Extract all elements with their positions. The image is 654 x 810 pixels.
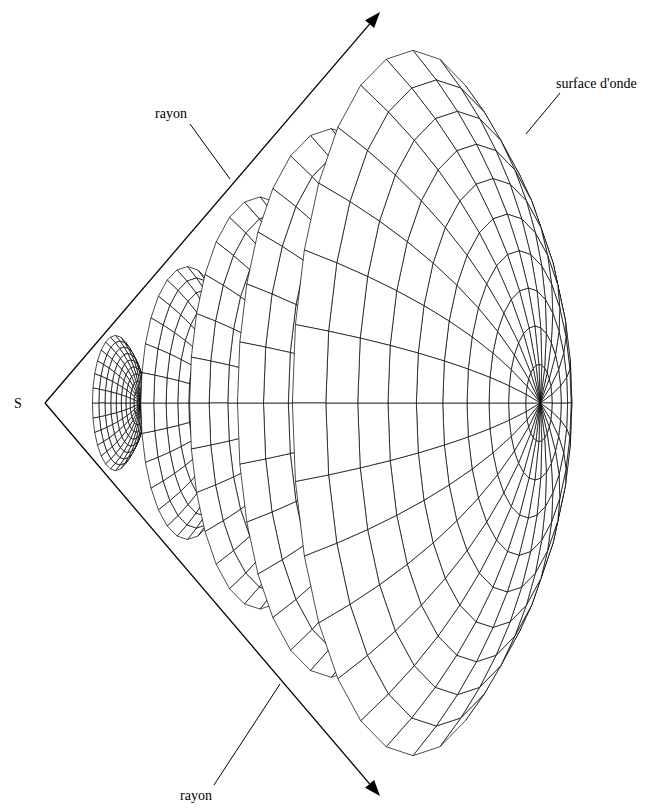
- mesh-cell: [526, 403, 541, 412]
- ray-line: [45, 403, 370, 784]
- mesh-cell: [292, 325, 328, 403]
- mesh-cell: [134, 403, 137, 406]
- mesh-cell: [388, 403, 418, 461]
- mesh-cell: [116, 403, 121, 413]
- mesh-cell: [105, 403, 111, 415]
- mesh-cell: [121, 403, 126, 411]
- mesh-cell: [142, 344, 158, 375]
- mesh-cell: [111, 403, 117, 414]
- mesh-cell: [209, 361, 229, 403]
- ray-label: rayon: [180, 788, 212, 803]
- ray-label: rayon: [155, 106, 187, 121]
- mesh-cell: [526, 403, 540, 420]
- rays: [45, 12, 380, 796]
- wave-surfaces: [92, 50, 572, 755]
- mesh-cell: [92, 403, 99, 418]
- leader-line: [526, 93, 560, 134]
- mesh-cell: [121, 395, 126, 403]
- mesh-cell: [358, 338, 390, 403]
- mesh-cell: [489, 403, 509, 429]
- mesh-cell: [237, 403, 265, 464]
- mesh-cell: [191, 314, 215, 361]
- mesh-cell: [509, 403, 526, 420]
- mesh-cell: [145, 318, 163, 349]
- mesh-cell: [126, 403, 130, 409]
- mesh-cell: [197, 485, 224, 532]
- mesh-cell: [190, 357, 211, 403]
- mesh-cell: [166, 378, 179, 403]
- mesh-cell: [137, 401, 140, 403]
- mesh-cell: [145, 457, 163, 488]
- mesh-cell: [416, 403, 444, 453]
- mesh-cell: [141, 403, 155, 433]
- mesh-cell: [304, 543, 350, 623]
- leader-line: [214, 684, 280, 785]
- mesh-cell: [443, 403, 469, 445]
- mesh-cell: [489, 377, 509, 403]
- mesh-cell: [358, 403, 390, 468]
- mesh-cell: [388, 345, 418, 403]
- mesh-cell: [166, 403, 179, 428]
- mesh-cell: [209, 403, 229, 445]
- mesh-cell: [92, 388, 99, 403]
- mesh-cell: [467, 369, 490, 403]
- mesh-cell: [247, 512, 282, 574]
- mesh-cell: [237, 342, 265, 403]
- mesh-cell: [263, 347, 290, 403]
- mesh-cell: [99, 389, 106, 403]
- arrow-head: [365, 12, 380, 28]
- mesh-cell: [526, 394, 541, 403]
- mesh-cell: [142, 431, 158, 462]
- mesh-cell: [467, 403, 490, 437]
- mesh-cell: [526, 386, 540, 403]
- mesh-cell: [191, 445, 215, 492]
- mesh-cell: [295, 250, 336, 331]
- surface-label: surface d'onde: [556, 76, 637, 91]
- mesh-cell: [141, 373, 155, 403]
- leader-line: [190, 124, 230, 179]
- source-label: S: [14, 396, 22, 411]
- mesh-cell: [93, 374, 101, 390]
- mesh-cell: [130, 403, 134, 408]
- mesh-cell: [247, 232, 282, 294]
- mesh-cell: [190, 403, 211, 449]
- leader-lines: [190, 93, 560, 785]
- mesh-cell: [292, 403, 328, 481]
- mesh-cell: [105, 391, 111, 403]
- mesh-cell: [178, 403, 190, 425]
- mesh-cell: [154, 375, 167, 403]
- ray-line: [45, 24, 370, 403]
- mesh-cell: [240, 284, 272, 347]
- mesh-cell: [178, 381, 190, 403]
- mesh-cell: [93, 417, 101, 433]
- mesh-cell: [263, 403, 290, 459]
- mesh-cell: [134, 400, 137, 403]
- mesh-cell: [111, 392, 117, 403]
- mesh-cell: [154, 403, 167, 431]
- mesh-cell: [326, 331, 360, 403]
- arrow-head: [365, 780, 380, 796]
- mesh-cell: [240, 459, 272, 522]
- mesh-cell: [116, 393, 121, 403]
- mesh-cell: [326, 403, 360, 475]
- mesh-cell: [295, 475, 336, 556]
- mesh-cell: [99, 403, 106, 417]
- mesh-cell: [509, 386, 526, 403]
- mesh-cell: [304, 183, 350, 263]
- mesh-cell: [197, 275, 224, 322]
- mesh-cell: [443, 361, 469, 403]
- mesh-cell: [126, 397, 130, 403]
- mesh-cell: [130, 398, 134, 403]
- mesh-cell: [416, 353, 444, 403]
